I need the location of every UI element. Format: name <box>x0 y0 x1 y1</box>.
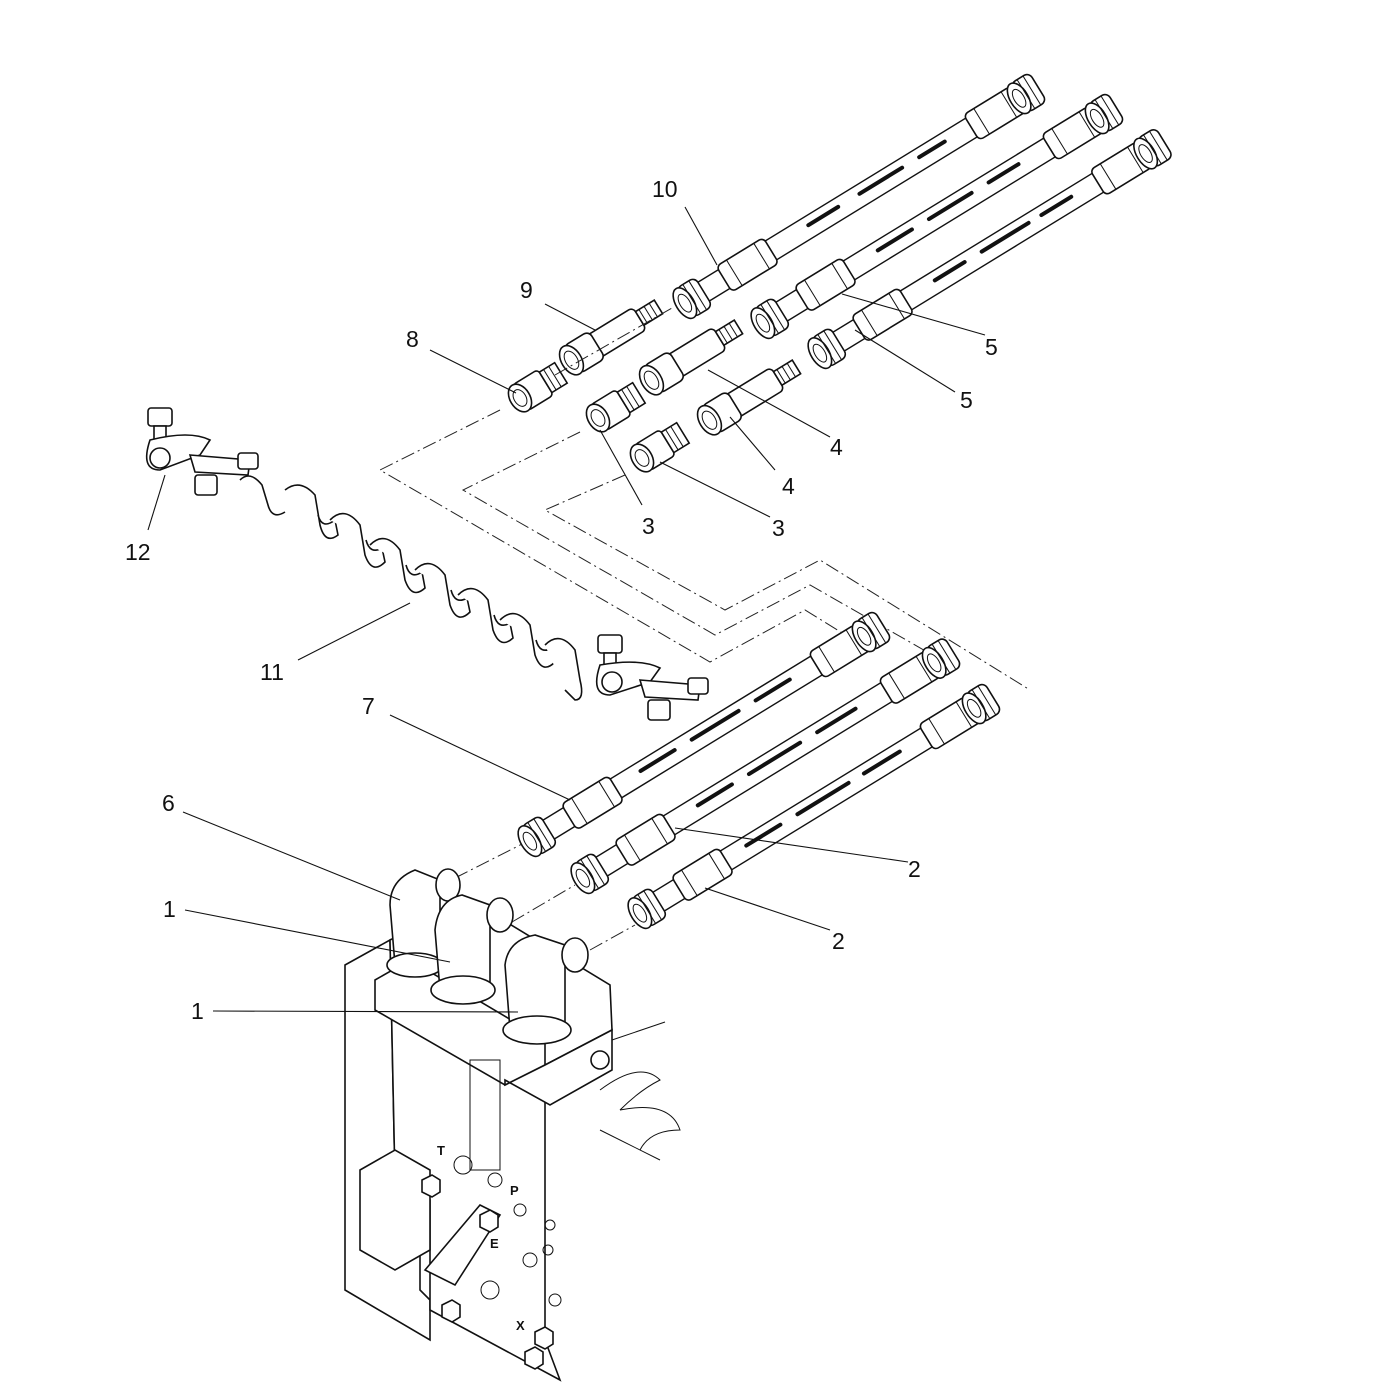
callout-8: 8 <box>406 326 419 352</box>
adapter-4-lower <box>691 359 802 440</box>
callout-4a: 4 <box>830 434 843 460</box>
callout-3b: 3 <box>772 515 785 541</box>
hose-2-upper <box>565 636 963 899</box>
leader-lines <box>147 206 986 1013</box>
union-3-lower <box>629 421 691 473</box>
port-mark-e: E <box>490 1236 499 1251</box>
hose-5-upper <box>745 91 1126 344</box>
callout-4b: 4 <box>782 473 795 499</box>
elbow-1-lower <box>502 934 589 1045</box>
union-8 <box>507 361 569 413</box>
callout-7: 7 <box>362 693 375 719</box>
callout-1a: 1 <box>163 896 176 922</box>
callout-2b: 2 <box>832 928 845 954</box>
upper-hose-assembly-group <box>667 71 1175 374</box>
port-mark-t: T <box>437 1143 445 1158</box>
hose-5-lower <box>802 126 1175 374</box>
callout-labels: 10 9 8 5 5 4 4 3 3 12 11 7 6 2 2 1 1 <box>125 176 998 1024</box>
spiral-guard-11 <box>239 475 583 701</box>
union-3-upper <box>585 381 647 433</box>
hose-2-lower <box>622 681 1003 934</box>
assembly-path-lines <box>378 307 1031 951</box>
callout-12: 12 <box>125 539 151 565</box>
shackle-12-right <box>595 634 709 721</box>
adapter-9 <box>553 299 664 380</box>
callout-3a: 3 <box>642 513 655 539</box>
callout-6: 6 <box>162 790 175 816</box>
shackle-12-left <box>145 407 259 496</box>
callout-5b: 5 <box>960 387 973 413</box>
callout-11: 11 <box>260 659 284 685</box>
hose-10 <box>667 71 1048 324</box>
elbow-1-upper <box>430 894 514 1005</box>
callout-5a: 5 <box>985 334 998 360</box>
callout-1b: 1 <box>191 998 204 1024</box>
callout-2a: 2 <box>908 856 921 882</box>
callout-10: 10 <box>652 176 678 202</box>
hose-7 <box>512 609 893 862</box>
port-mark-x: X <box>516 1318 525 1333</box>
port-mark-p: P <box>510 1183 519 1198</box>
lower-hose-assembly-group <box>512 609 1003 934</box>
adapter-4-upper <box>633 319 744 400</box>
callout-9: 9 <box>520 277 533 303</box>
